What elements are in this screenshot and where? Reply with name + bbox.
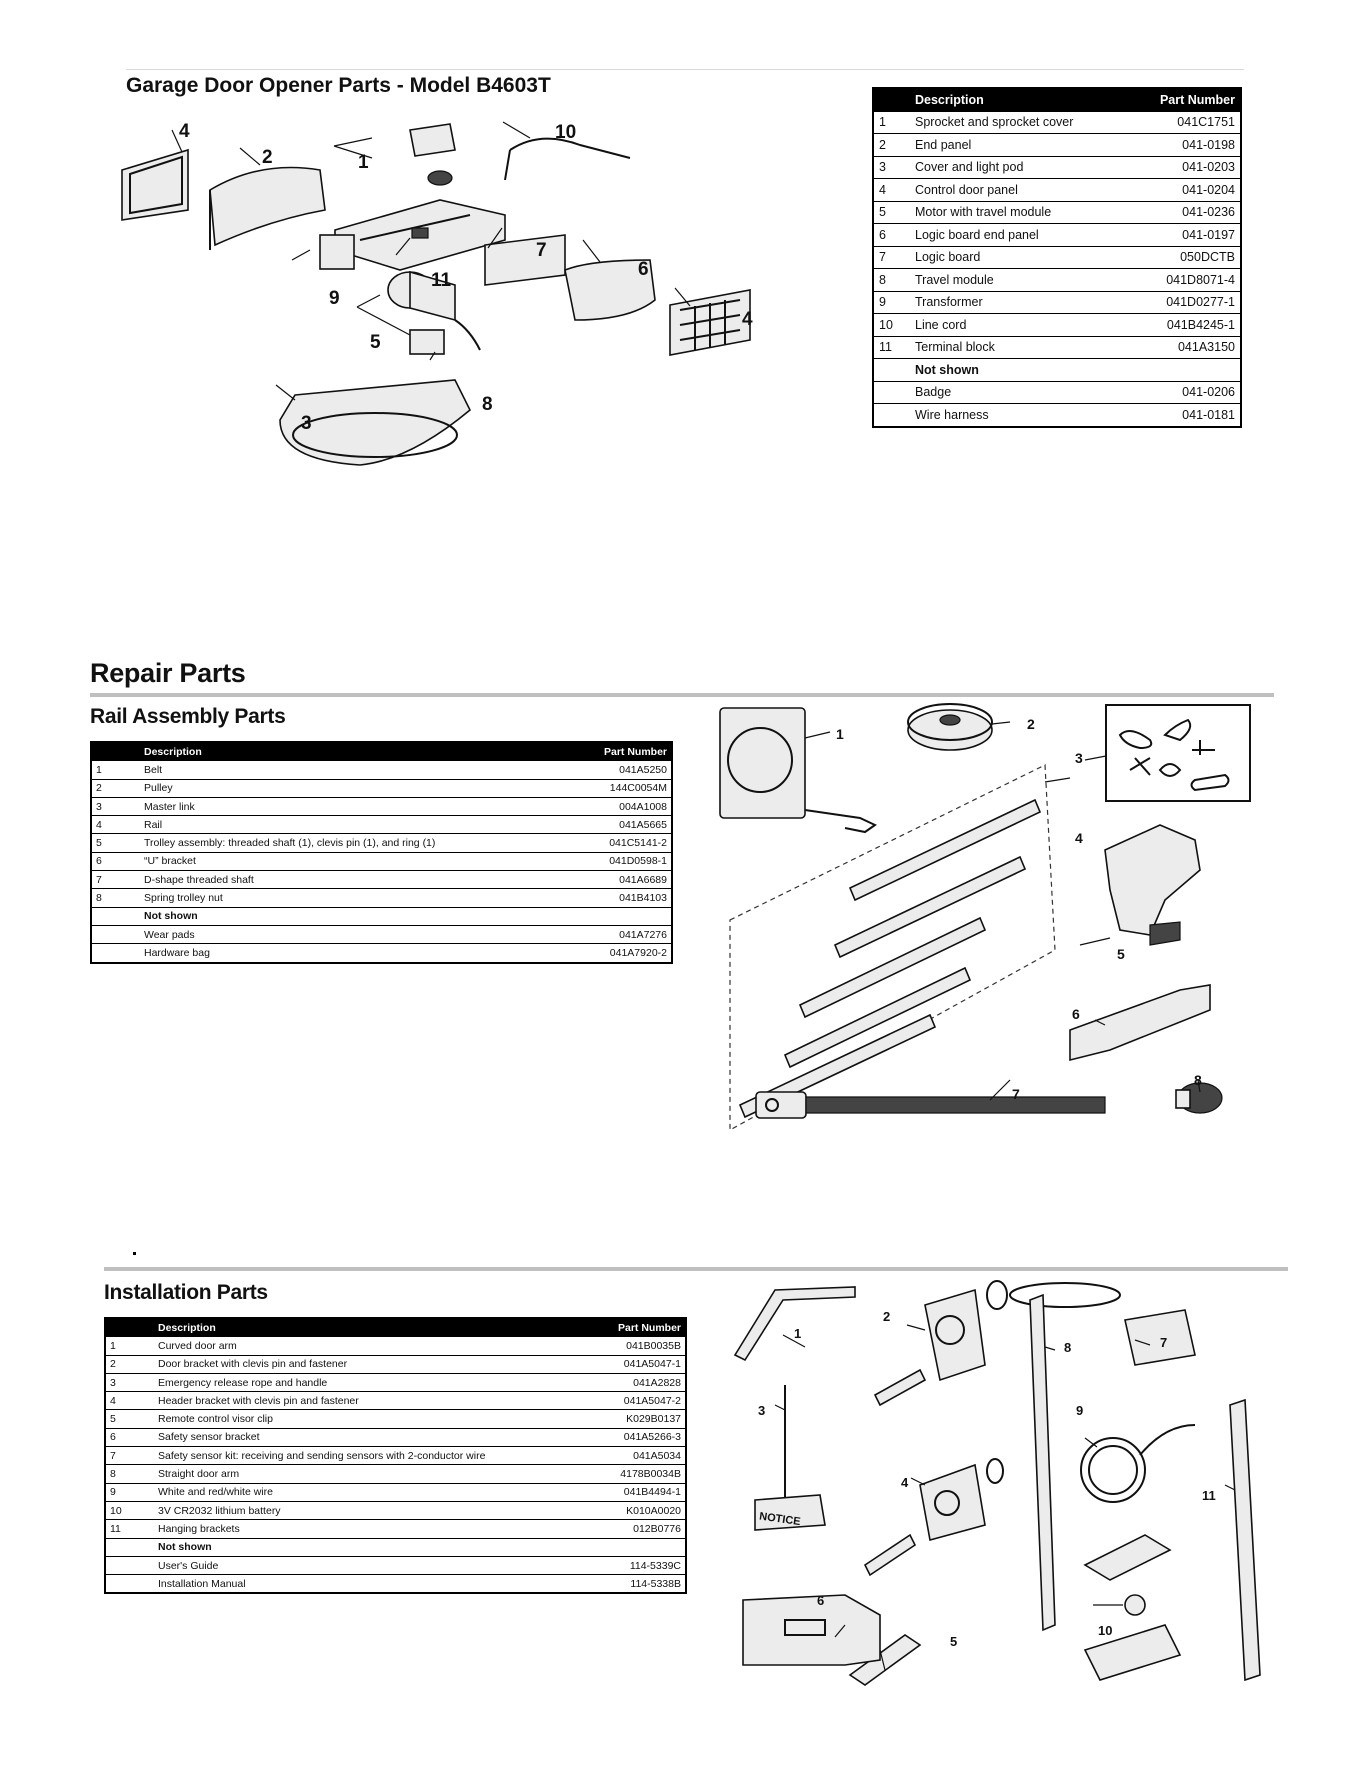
callout-label: 7 <box>1012 1086 1020 1102</box>
table-row: Not shown <box>91 906 672 926</box>
installation-parts-title: Installation Parts <box>104 1281 268 1304</box>
callout-label: 7 <box>1160 1335 1168 1350</box>
rail-assembly-title: Rail Assembly Parts <box>90 705 286 728</box>
callout-label: 1 <box>794 1326 802 1341</box>
callout-label: 2 <box>262 147 273 168</box>
table-header-row: Description Part Number <box>91 742 672 761</box>
callout-label: 7 <box>536 240 547 261</box>
callout-label: 4 <box>901 1475 909 1490</box>
callout-label: 5 <box>950 1634 958 1649</box>
table-row: Not shown <box>873 358 1241 381</box>
callout-label: 6 <box>638 259 649 280</box>
callout-label: 4 <box>1075 830 1083 846</box>
callout-label: 3 <box>758 1403 766 1418</box>
callout-label: 8 <box>1064 1340 1072 1355</box>
table-header-row: Description Part Number <box>105 1318 686 1337</box>
callout-label: 9 <box>1076 1403 1084 1418</box>
callout-label: 9 <box>329 288 340 309</box>
callout-label: 5 <box>1117 946 1125 962</box>
callout-label: 8 <box>1194 1072 1202 1088</box>
rail-assembly-diagram <box>719 703 1251 1132</box>
part-number-header: Part Number <box>568 742 672 761</box>
callout-label: 5 <box>370 332 381 353</box>
callout-label: 11 <box>1202 1488 1216 1503</box>
callout-label: 4 <box>742 309 753 330</box>
callout-label: 1 <box>358 152 369 173</box>
callout-label: 3 <box>1075 750 1083 766</box>
repair-parts-title: Repair Parts <box>90 658 246 688</box>
callout-label: 6 <box>1072 1006 1080 1022</box>
callout-label: 1 <box>836 726 844 742</box>
callout-label: 8 <box>482 394 493 415</box>
part-number-header: Part Number <box>591 1318 686 1337</box>
callout-label: 4 <box>179 121 190 142</box>
description-header: Description <box>154 1318 592 1337</box>
table-header-row: Description Part Number <box>873 88 1241 111</box>
opener-title: Garage Door Opener Parts - Model B4603T <box>126 74 551 97</box>
stray-dot <box>133 1252 136 1255</box>
description-header: Description <box>910 88 1130 111</box>
callout-label: 10 <box>555 122 577 143</box>
callout-label: 11 <box>431 270 452 291</box>
installation-parts-diagram: NOTICE <box>733 1280 1261 1686</box>
callout-label: 6 <box>817 1593 825 1608</box>
part-number-header: Part Number <box>1129 88 1241 111</box>
callout-label: 2 <box>1027 716 1035 732</box>
table-row: Not shown <box>105 1537 686 1557</box>
description-header: Description <box>140 742 569 761</box>
opener-exploded-diagram <box>121 121 751 466</box>
repair-divider <box>90 693 1274 697</box>
notice-label: NOTICE <box>758 1510 801 1528</box>
callout-label: 2 <box>883 1309 891 1324</box>
callout-label: 10 <box>1098 1623 1113 1638</box>
callout-label: 3 <box>301 413 312 434</box>
top-divider <box>126 69 1244 70</box>
installation-divider <box>104 1267 1288 1271</box>
